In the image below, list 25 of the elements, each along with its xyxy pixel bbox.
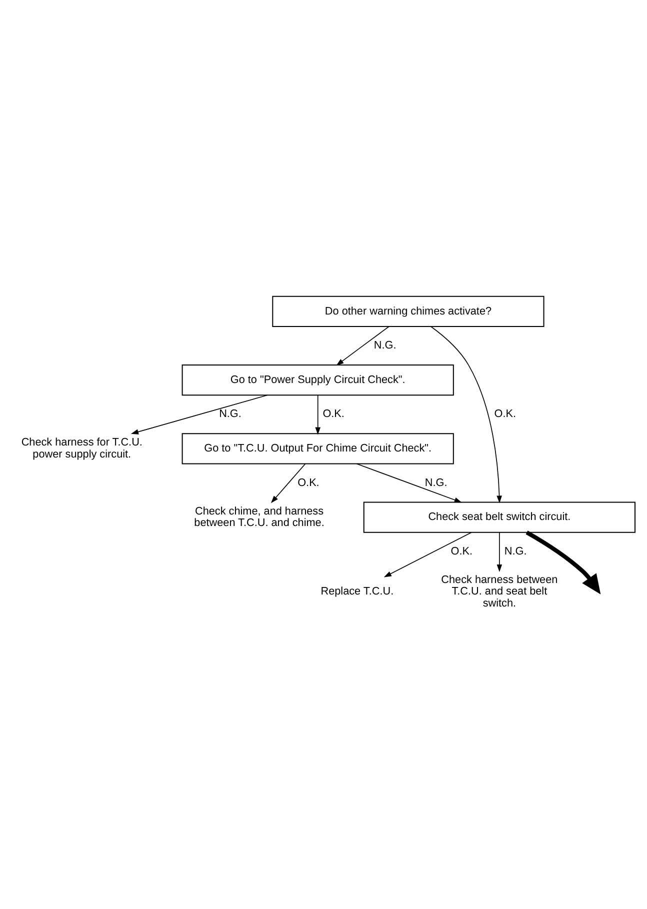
edge-label: O.K. (494, 408, 516, 420)
node-box: Do other warning chimes activate? (272, 296, 544, 327)
arrow (526, 530, 601, 594)
arrow (384, 532, 472, 578)
arrow (336, 326, 390, 366)
node-box: Check seat belt switch circuit. (363, 502, 636, 533)
edge-label: N.G. (374, 340, 396, 352)
node-text: Replace T.C.U. (320, 586, 394, 598)
node-box: Go to "T.C.U. Output For Chime Circuit Check". (182, 433, 454, 464)
node-box: Go to "Power Supply Circuit Check". (182, 364, 454, 396)
node-text: Check harness between T.C.U. and seat belt switch. (441, 574, 558, 610)
arrow (356, 463, 462, 503)
arrow (496, 532, 502, 572)
edge-label: N.G. (219, 408, 242, 420)
arrow (130, 394, 268, 434)
arrow (430, 326, 502, 504)
edge-label: N.G. (424, 476, 448, 489)
edge-label: O.K. (450, 545, 472, 558)
edge-label: N.G. (504, 545, 527, 558)
node-text: Check harness for T.C.U. power supply circuit. (21, 436, 142, 460)
edge-label: O.K. (322, 408, 344, 420)
arrow (315, 394, 320, 435)
node-text: Check chime, and harness between T.C.U. and chime. (194, 505, 324, 529)
edge-label: O.K. (298, 476, 320, 489)
arrow (270, 464, 306, 504)
